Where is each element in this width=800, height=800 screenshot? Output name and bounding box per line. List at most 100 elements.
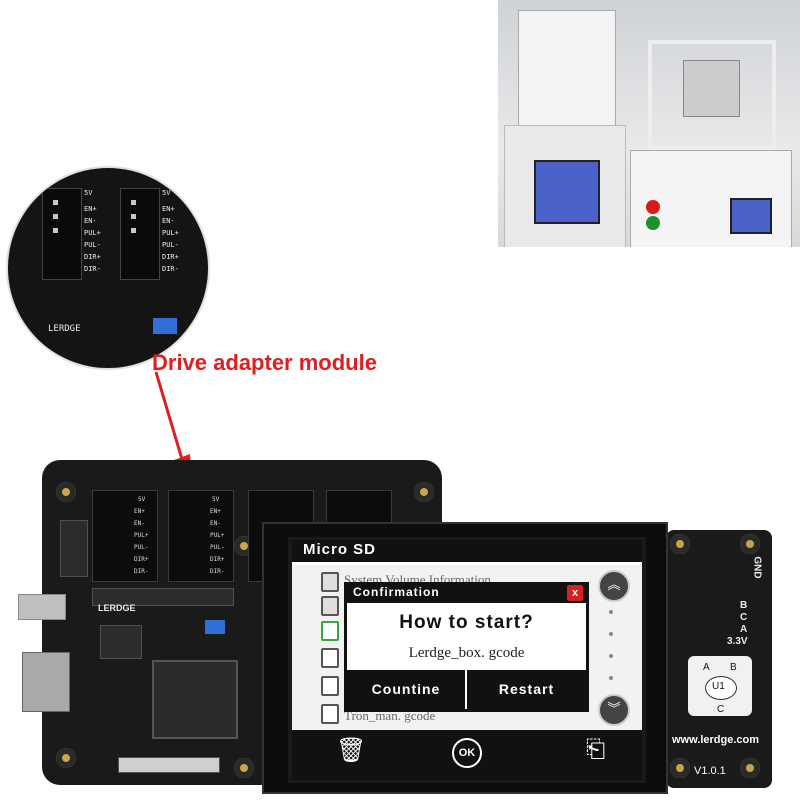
scroll-down-icon[interactable]: ︾	[598, 694, 630, 726]
ok-label: OK	[458, 747, 476, 759]
trash-icon[interactable]: 🗑	[336, 737, 367, 764]
file-icon[interactable]	[321, 648, 339, 668]
red-button-icon	[646, 200, 660, 214]
pin-label-c: C	[740, 612, 748, 623]
driver-label-dir-minus: DIR-	[134, 568, 149, 575]
driver-label-dir-plus-2: DIR+	[210, 556, 225, 563]
zoom-pin	[53, 228, 58, 233]
scroll-dot	[609, 610, 613, 614]
mount-hole	[234, 758, 254, 778]
zoom-driver-1	[42, 188, 82, 280]
driver-label-pul-minus-2: PUL-	[210, 544, 225, 551]
zoom-label-dir-plus-1: DIR+	[84, 253, 101, 261]
mount-hole	[56, 482, 76, 502]
machine-right-screen	[730, 198, 772, 234]
driver-label-pul-plus-2: PUL+	[210, 532, 225, 539]
screen-title: Micro SD	[303, 541, 377, 558]
zoom-label-en-minus-1: EN-	[84, 217, 97, 225]
ribbon-connector	[118, 757, 220, 773]
dialog-title: Confirmation	[353, 585, 440, 599]
printer-photo	[498, 0, 800, 247]
driver-label-pul-plus: PUL+	[134, 532, 149, 539]
green-button-icon	[646, 216, 660, 230]
scroll-up-icon[interactable]: ︽	[598, 570, 630, 602]
zoom-circle: 5V EN+ EN- PUL+ PUL- DIR+ DIR- 5V EN+ EN…	[8, 168, 208, 368]
usb-port	[18, 594, 66, 620]
file-icon[interactable]	[321, 621, 339, 641]
close-icon[interactable]: x	[567, 585, 583, 601]
driver-label-dir-plus: DIR+	[134, 556, 149, 563]
zoom-label-pul-plus-1: PUL+	[84, 229, 101, 237]
mount-hole	[740, 534, 760, 554]
joy-label-b: B	[730, 662, 737, 673]
pin-label-gnd: GND	[751, 556, 763, 579]
scroll-dot	[609, 676, 613, 680]
driver-module-2	[168, 490, 234, 582]
machine-left-gantry	[518, 10, 616, 127]
zoom-driver-2	[120, 188, 160, 280]
machine-left-screen	[534, 160, 600, 224]
joy-label-c: C	[717, 704, 725, 715]
zoom-label-dir-minus-1: DIR-	[84, 265, 101, 273]
zoom-label-5v-1: 5V	[84, 189, 93, 197]
zoom-label-5v-2: 5V	[162, 189, 171, 197]
zoom-pin	[53, 200, 58, 205]
dialog-filename: Lerdge_box. gcode	[408, 645, 525, 661]
driver-label-5v: 5V	[138, 496, 146, 503]
zoom-pin	[131, 228, 136, 233]
file-icon[interactable]	[321, 676, 339, 696]
mount-hole	[414, 482, 434, 502]
restart-button[interactable]: Restart	[498, 681, 555, 697]
dialog-question: How to start?	[399, 612, 534, 633]
pin-label-3v3: 3.3V	[727, 636, 748, 647]
caption-drive-adapter: Drive adapter module	[152, 350, 377, 375]
pin-label-b: B	[740, 600, 748, 611]
driver-label-pul-minus: PUL-	[134, 544, 149, 551]
screen-title-bar	[292, 540, 642, 565]
zoom-pin	[53, 214, 58, 219]
zoom-label-en-plus-2: EN+	[162, 205, 175, 213]
driver-label-en-plus-2: EN+	[210, 508, 221, 515]
mount-hole	[670, 534, 690, 554]
zoom-pin	[131, 200, 136, 205]
zoom-label-pul-minus-1: PUL-	[84, 241, 101, 249]
header-connector	[92, 588, 234, 606]
board-brand: LERDGE	[98, 603, 136, 613]
mount-hole	[56, 748, 76, 768]
driver-label-en-minus-2: EN-	[210, 520, 221, 527]
website-label: www.lerdge.com	[672, 734, 760, 746]
zoom-brand: LERDGE	[48, 324, 81, 334]
header-connector	[60, 520, 88, 577]
driver-label-5v-2: 5V	[212, 496, 220, 503]
continue-button[interactable]: Countine	[347, 670, 467, 709]
folder-icon[interactable]	[321, 596, 339, 616]
machine-right-frame	[648, 40, 776, 150]
zoom-label-en-minus-2: EN-	[162, 217, 175, 225]
driver-module-1	[92, 490, 158, 582]
zoom-label-pul-minus-2: PUL-	[162, 241, 179, 249]
blue-jumper	[205, 620, 225, 634]
driver-label-dir-minus-2: DIR-	[210, 568, 225, 575]
ok-icon[interactable]: OK	[452, 738, 482, 768]
mcu-chip	[152, 660, 238, 739]
driver-label-en-plus: EN+	[134, 508, 145, 515]
scroll-dot	[609, 632, 613, 636]
joy-label-u1: U1	[712, 681, 725, 692]
exit-icon[interactable]: ⎗	[586, 736, 606, 763]
zoom-pin	[131, 214, 136, 219]
zoom-label-en-plus-1: EN+	[84, 205, 97, 213]
zoom-label-dir-minus-2: DIR-	[162, 265, 179, 273]
scroll-dot	[609, 654, 613, 658]
mount-hole	[740, 758, 760, 778]
machine-right-head	[683, 60, 740, 117]
mount-hole	[670, 758, 690, 778]
file-icon[interactable]	[321, 704, 339, 724]
version-label: V1.0.1	[694, 765, 726, 777]
folder-icon[interactable]	[321, 572, 339, 592]
dialog-header	[347, 585, 586, 603]
joy-label-a: A	[703, 662, 710, 673]
sd-card-slot	[22, 652, 70, 712]
encoder-u1	[705, 676, 737, 700]
header-connector	[100, 625, 142, 659]
zoom-label-dir-plus-2: DIR+	[162, 253, 179, 261]
